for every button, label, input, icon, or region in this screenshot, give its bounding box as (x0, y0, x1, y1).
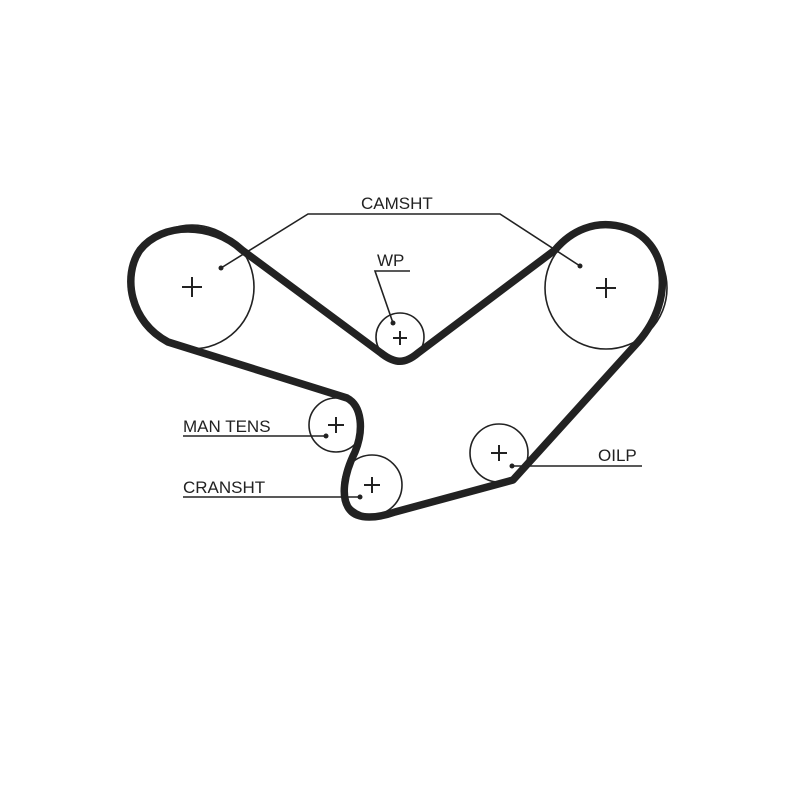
water-pump-label: WP (377, 251, 404, 270)
left-camshaft-center-icon (182, 277, 202, 297)
manual-tensioner-leader-dot (323, 433, 329, 439)
camshaft-leader-line (220, 213, 581, 269)
oil-pump-leader-dot (509, 463, 515, 469)
camshaft-right-leader-dot (577, 263, 583, 269)
oil-pump-center-icon (491, 445, 507, 461)
timing-belt (127, 220, 666, 521)
camshaft-left-leader-dot (218, 265, 224, 271)
right-camshaft-center-icon (596, 278, 616, 298)
crankshaft-label: CRANSHT (183, 478, 265, 497)
crankshaft-center-icon (364, 477, 380, 493)
camshaft-label: CAMSHT (361, 194, 433, 213)
manual-tensioner-center-icon (328, 417, 344, 433)
water-pump-leader-line (373, 270, 410, 324)
water-pump-leader-dot (390, 320, 396, 326)
water-pump-center-icon (393, 331, 407, 345)
crankshaft-leader-dot (357, 494, 363, 500)
oil-pump-label: OILP (598, 446, 637, 465)
manual-tensioner-label: MAN TENS (183, 417, 271, 436)
